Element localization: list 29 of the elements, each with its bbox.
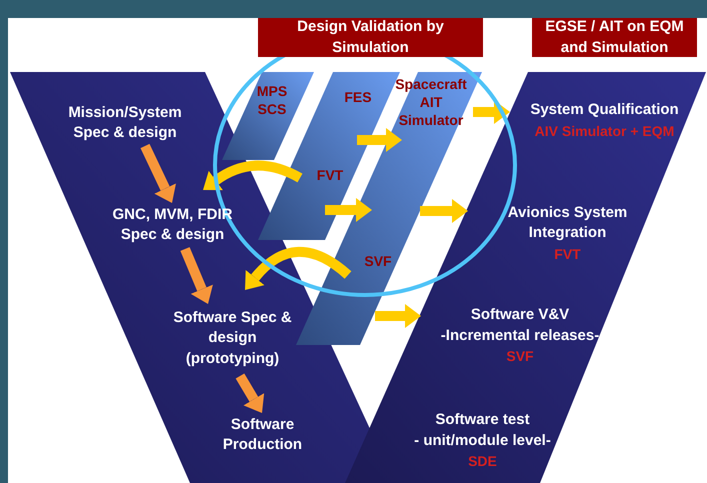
phase-label: System Qualification (529, 100, 680, 120)
phase-label: Mission/System Spec & design (67, 103, 183, 144)
tool-label: FVT (316, 166, 344, 184)
phase-label: Software V&V (470, 305, 570, 325)
tool-label: AIV Simulator + EQM (534, 122, 676, 141)
phase-label: Software Spec & design (prototyping) (172, 308, 293, 368)
block-arrow (180, 247, 213, 304)
block-arrow (244, 246, 352, 290)
phase-label: Avionics System Integration (506, 203, 628, 244)
block-arrow (420, 199, 468, 223)
block-arrow (375, 304, 421, 328)
tool-label: SDE (467, 452, 498, 471)
section-header: Design Validation by Simulation (258, 18, 483, 57)
tool-label: FVT (553, 245, 582, 264)
block-arrow (473, 100, 510, 124)
tool-label: SVF (363, 252, 393, 270)
block-arrow (236, 373, 264, 413)
tool-label: FES (343, 88, 373, 106)
phase-label: Software test (434, 410, 531, 430)
block-arrow (325, 198, 372, 222)
section-header: EGSE / AIT on EQM and Simulation (532, 18, 697, 57)
tool-label: MPS SCS (256, 82, 288, 118)
block-arrow (140, 144, 176, 203)
tool-label: SVF (505, 347, 535, 366)
block-arrow (357, 128, 402, 152)
phase-label: - unit/module level- (413, 431, 552, 451)
phase-label: Software Production (222, 415, 304, 456)
simulator-band (222, 72, 314, 160)
phase-label: -Incremental releases- (440, 326, 600, 346)
